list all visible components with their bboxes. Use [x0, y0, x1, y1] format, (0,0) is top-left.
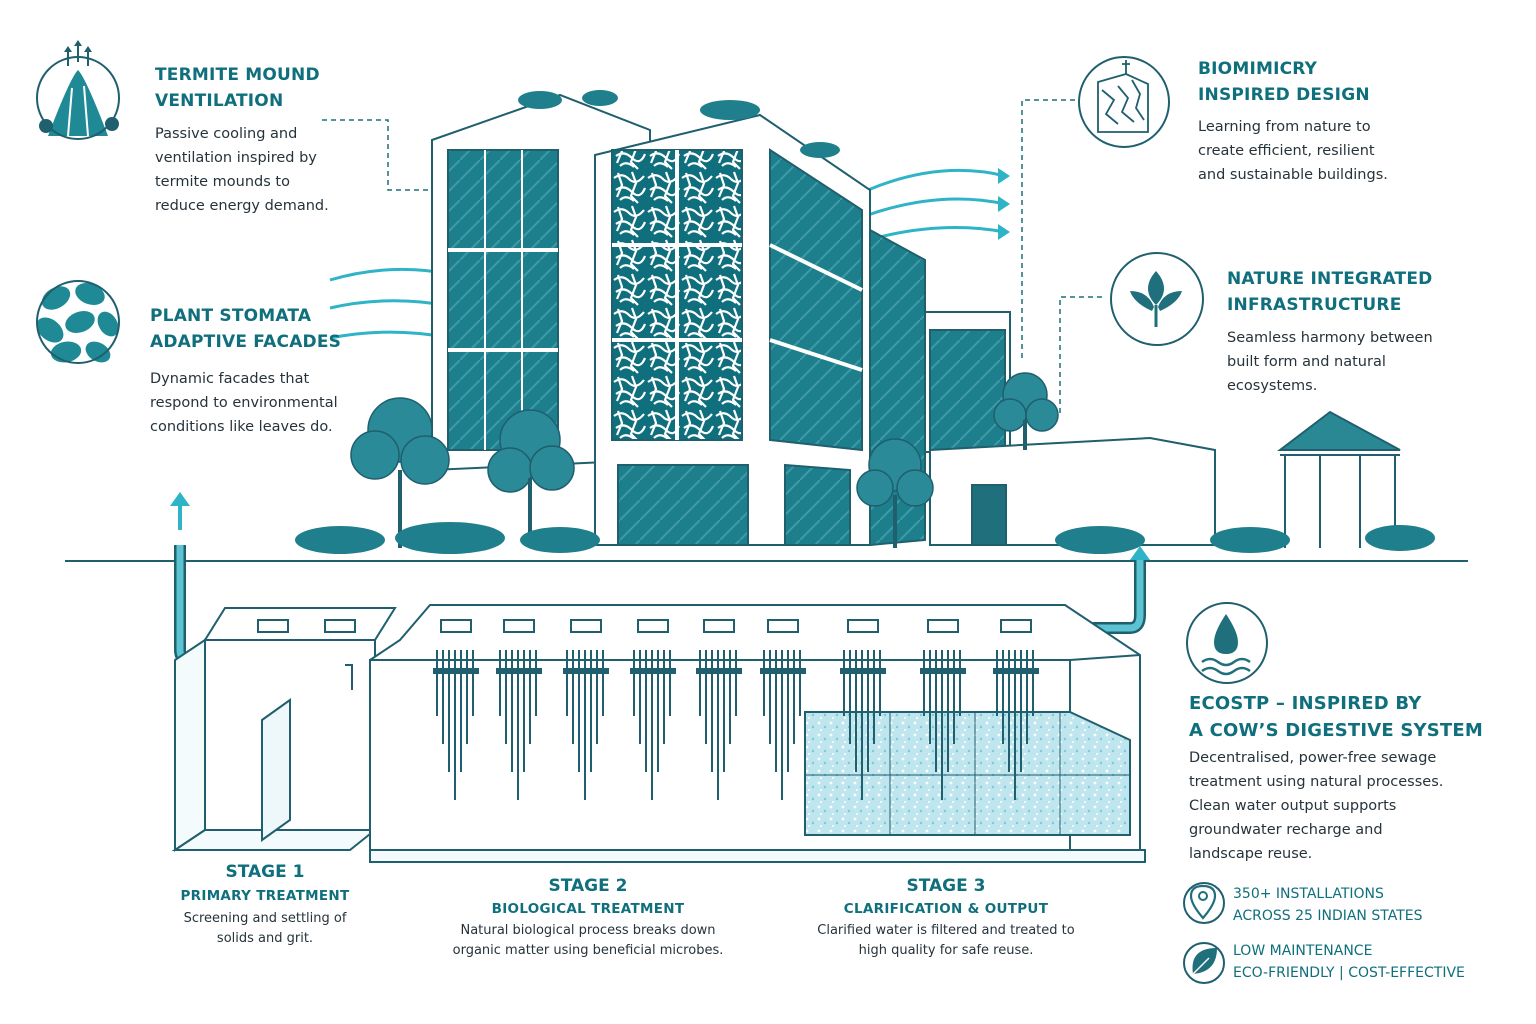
tank-lid	[927, 619, 959, 633]
tank-lid	[847, 619, 879, 633]
plant-sprout-icon	[1110, 252, 1204, 346]
bio-media	[433, 619, 1039, 800]
location-pin-icon	[1183, 882, 1225, 924]
tank-lid	[570, 619, 602, 633]
leaves-icon	[36, 280, 120, 364]
biomimicry-building-icon	[1078, 56, 1170, 148]
stage1-subtitle: PRIMARY TREATMENT	[180, 888, 350, 904]
tank-lid	[767, 619, 799, 633]
termite-mound-icon	[36, 56, 120, 140]
stage2-subtitle: BIOLOGICAL TREATMENT	[491, 901, 685, 917]
inlet-pipe	[170, 492, 212, 668]
stage1-title: STAGE 1	[225, 862, 305, 882]
gravel-filter	[804, 711, 1131, 836]
trees	[295, 90, 1435, 554]
gazebo	[1277, 410, 1401, 548]
tank-lid	[440, 619, 472, 633]
tank-lid	[637, 619, 669, 633]
tank-lid	[1000, 619, 1032, 633]
tank-lid	[503, 619, 535, 633]
eco-leaf-icon	[1183, 942, 1225, 984]
building	[431, 93, 1216, 547]
stage3-description: Clarified water is filtered and treated …	[817, 923, 1075, 958]
stage2-title: STAGE 2	[548, 876, 628, 896]
stage1-tank	[171, 607, 397, 852]
stage3-subtitle: CLARIFICATION & OUTPUT	[843, 901, 1049, 917]
tank-lid	[703, 619, 735, 633]
stage3-title: STAGE 3	[906, 876, 986, 896]
water-drop-icon	[1186, 602, 1268, 684]
